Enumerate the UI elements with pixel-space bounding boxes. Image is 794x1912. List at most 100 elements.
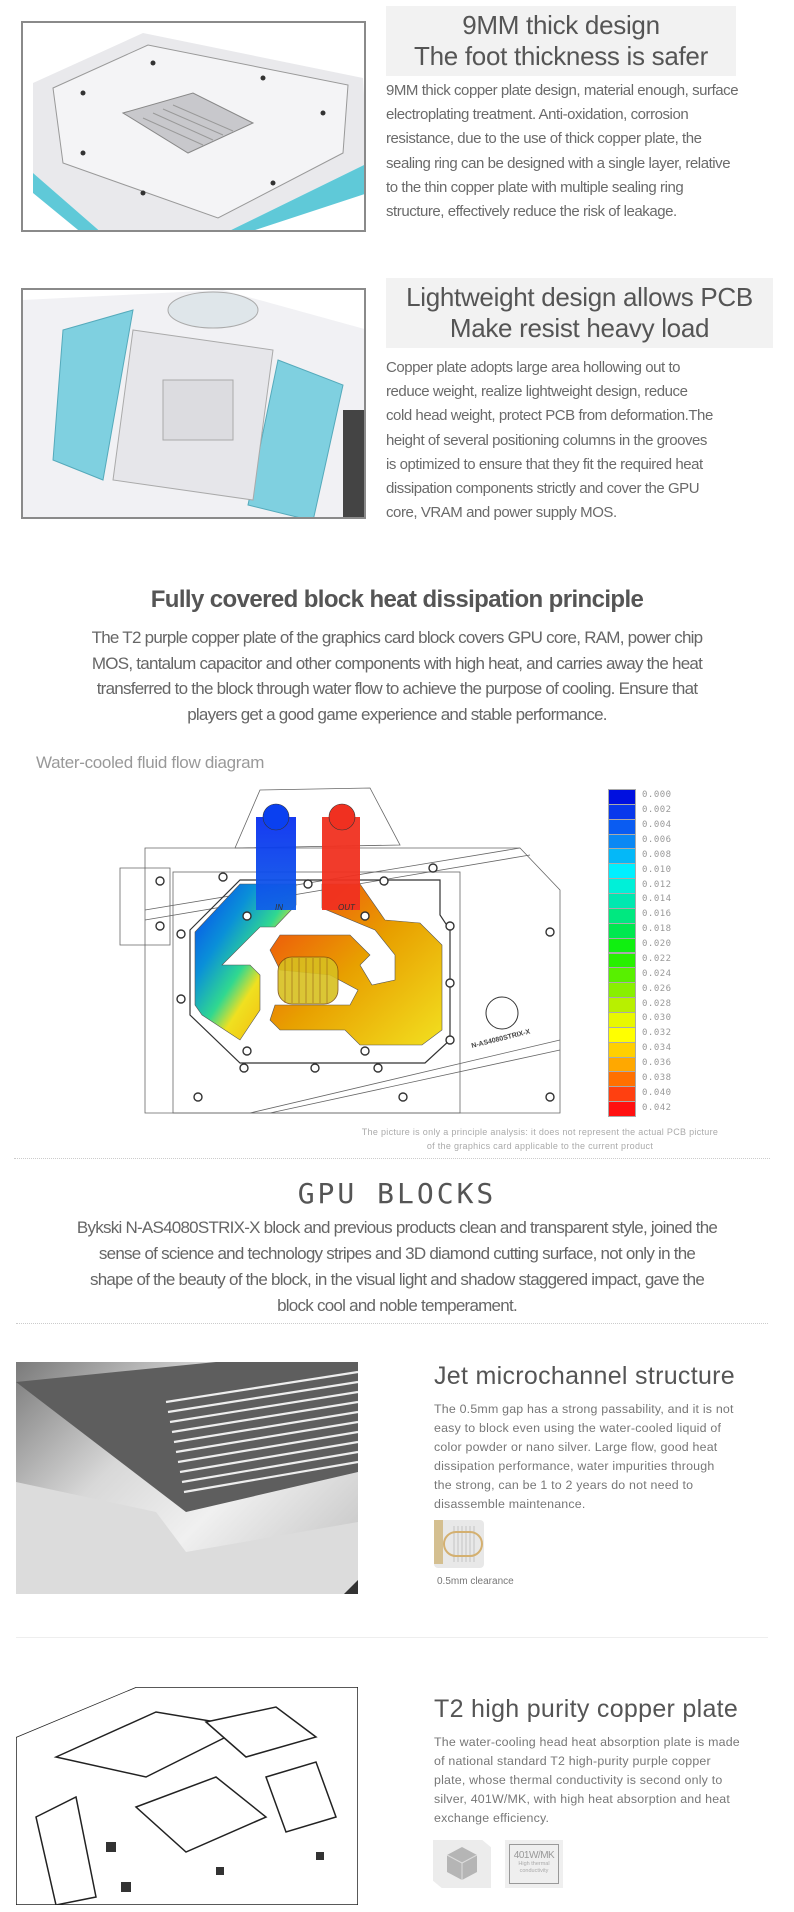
body-line: height of several positioning columns in… — [386, 431, 707, 449]
scale-swatch — [608, 982, 636, 999]
inlet-port — [262, 803, 290, 831]
scale-swatch — [608, 1026, 636, 1043]
scale-label: 0.022 — [642, 953, 672, 964]
scale-swatch — [608, 803, 636, 820]
body-line: Copper plate adopts large area hollowing… — [386, 359, 681, 376]
scale-swatch — [608, 1041, 636, 1058]
divider — [14, 1158, 770, 1159]
title-line: The foot thickness is safer — [414, 41, 708, 71]
body-line: The 0.5mm gap has a strong passability, … — [434, 1402, 734, 1416]
scale-label: 0.020 — [642, 939, 672, 950]
scale-swatch — [608, 833, 636, 850]
scale-label: 0.030 — [642, 1013, 672, 1024]
body-line: reduce weight, realize lightweight desig… — [386, 383, 688, 401]
scale-label: 0.012 — [642, 879, 672, 890]
jet-body: The 0.5mm gap has a strong passability, … — [434, 1400, 734, 1514]
scale-label: 0.034 — [642, 1043, 672, 1054]
cube-icon — [433, 1840, 491, 1888]
scale-swatch — [608, 1071, 636, 1088]
body-line: block cool and noble temperament. — [277, 1296, 518, 1315]
bykski-logo-icon — [485, 996, 519, 1030]
scale-label: 0.008 — [642, 849, 672, 860]
scale-label: 0.036 — [642, 1057, 672, 1068]
scale-swatch — [608, 848, 636, 865]
copper-body: The water-cooling head heat absorption p… — [434, 1733, 740, 1828]
scale-label: 0.028 — [642, 998, 672, 1009]
scale-swatch — [608, 967, 636, 984]
product-image-microchannel — [16, 1362, 358, 1594]
badge-value: 401W/MK — [513, 1850, 555, 1861]
scale-label: 0.014 — [642, 894, 672, 905]
title-line: Make resist heavy load — [449, 313, 710, 343]
model-plate-label: N-AS4080STRIX-X — [471, 1028, 532, 1049]
badge-line: conductivity — [519, 1868, 549, 1874]
body-line: dissipation components strictly and cove… — [386, 480, 700, 498]
body-line: exchange efficiency. — [434, 1811, 550, 1825]
scale-label: 0.018 — [642, 924, 672, 935]
caption-line: The picture is only a principle analysis… — [361, 1127, 719, 1137]
scale-label: 0.002 — [642, 805, 672, 816]
section-body-lightweight: Copper plate adopts large area hollowing… — [386, 356, 713, 525]
principle-body: The T2 purple copper plate of the graphi… — [0, 625, 794, 727]
section-body-9mm: 9MM thick copper plate design, material … — [386, 79, 739, 224]
body-line: sense of science and technology stripes … — [98, 1244, 696, 1263]
principle-heading: Fully covered block heat dissipation pri… — [150, 586, 644, 613]
body-line: The water-cooling head heat absorption p… — [434, 1735, 740, 1749]
body-line: sealing ring can be designed with a sing… — [386, 154, 731, 172]
scale-swatch — [608, 863, 636, 880]
scale-swatch — [608, 1086, 636, 1103]
outlet-label: OUT — [338, 903, 356, 912]
scale-label: 0.010 — [642, 864, 672, 875]
block-top-illustration — [23, 290, 364, 517]
gpu-blocks-heading: GPU BLOCKS — [297, 1177, 497, 1210]
scale-label: 0.032 — [642, 1028, 672, 1039]
scale-swatch — [608, 952, 636, 969]
scale-label: 0.024 — [642, 968, 672, 979]
clearance-icon — [434, 1520, 484, 1568]
caption-line: of the graphics card applicable to the c… — [426, 1141, 654, 1151]
scale-swatch — [608, 1011, 636, 1028]
body-line: color powder or nano silver. Large flow,… — [434, 1440, 718, 1454]
divider — [16, 1323, 768, 1324]
scale-label: 0.038 — [642, 1072, 672, 1083]
scale-swatch — [608, 922, 636, 939]
body-line: Bykski N-AS4080STRIX-X block and previou… — [76, 1218, 718, 1237]
gpu-blocks-body: Bykski N-AS4080STRIX-X block and previou… — [0, 1215, 794, 1319]
body-line: to the thin copper plate with multiple s… — [386, 178, 684, 196]
scale-label: 0.006 — [642, 835, 672, 846]
product-image-9mm-plate — [21, 21, 366, 232]
divider — [16, 1637, 768, 1638]
clearance-caption: 0.5mm clearance — [437, 1576, 514, 1587]
scale-swatch — [608, 1101, 636, 1117]
body-line: is optimized to ensure that they fit the… — [386, 455, 703, 473]
scale-label: 0.040 — [642, 1087, 672, 1098]
body-line: disassemble maintenance. — [434, 1497, 586, 1511]
title-line: 9MM thick design — [462, 10, 660, 40]
body-line: silver, 401W/MK, with high heat absorpti… — [434, 1792, 731, 1806]
product-image-lightweight — [21, 288, 366, 519]
body-line: structure, effectively reduce the risk o… — [386, 203, 677, 221]
body-line: easy to block even using the water-coole… — [434, 1421, 722, 1435]
section-title-lightweight: Lightweight design allows PCB Make resis… — [386, 278, 773, 348]
scale-label: 0.004 — [642, 820, 672, 831]
scale-swatch — [608, 878, 636, 895]
body-line: the strong, can be 1 to 2 years do not n… — [434, 1478, 694, 1492]
diagram-label: Water-cooled fluid flow diagram — [36, 753, 265, 772]
hot-plate-flow-region — [269, 883, 443, 1046]
body-line: electroplating treatment. Anti-oxidation… — [386, 106, 689, 124]
copper-plate-illustration — [33, 33, 364, 230]
thermal-conductivity-badge: 401W/MK High thermal conductivity — [505, 1840, 563, 1888]
scale-swatch — [608, 789, 636, 805]
scale-label: 0.000 — [642, 790, 672, 801]
body-line: of national standard T2 high-purity purp… — [434, 1754, 711, 1768]
section-title-9mm: 9MM thick design The foot thickness is s… — [386, 6, 736, 76]
body-line: dissipation performance, water impuritie… — [434, 1459, 715, 1473]
body-line: core, VRAM and power supply MOS. — [386, 504, 617, 522]
copper-title: T2 high purity copper plate — [434, 1695, 739, 1723]
inlet-channel — [256, 817, 296, 910]
badge-line: High thermal — [518, 1861, 550, 1867]
body-line: MOS, tantalum capacitor and other compon… — [91, 653, 703, 673]
scale-swatch — [608, 1056, 636, 1073]
body-line: shape of the beauty of the block, in the… — [89, 1270, 705, 1289]
jet-title: Jet microchannel structure — [434, 1362, 735, 1390]
